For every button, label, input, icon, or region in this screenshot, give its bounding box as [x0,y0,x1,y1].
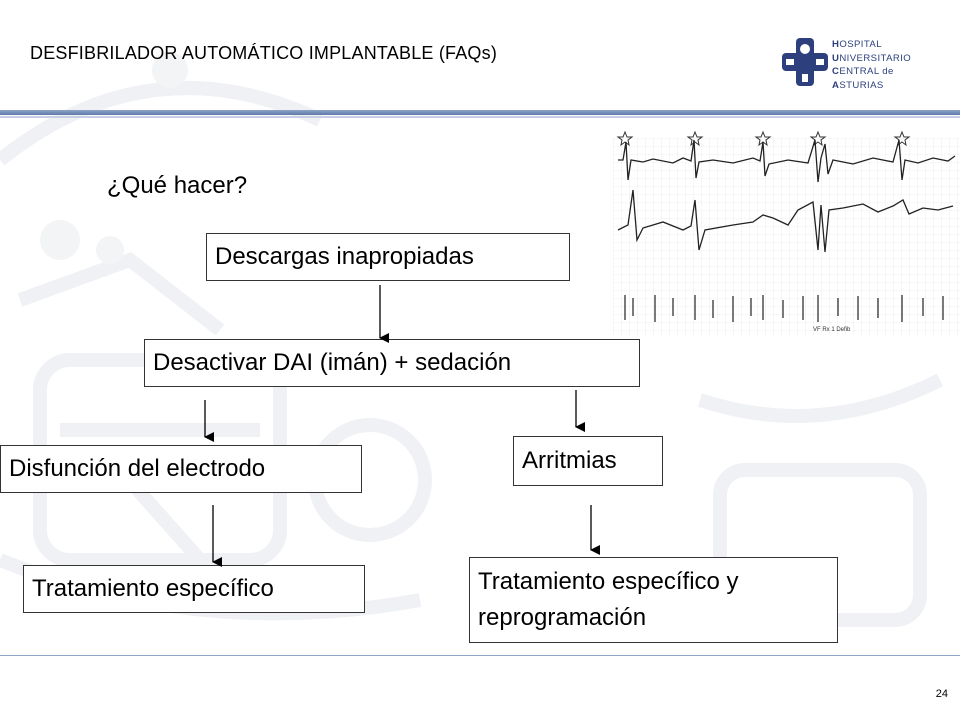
logo-line-2: UNIVERSITARIO [832,52,912,64]
star-icon [809,130,827,147]
node-disfuncion-electrodo: Disfunción del electrodo [0,445,362,493]
logo-line-1: HOSPITAL [832,39,882,50]
star-icon [893,130,911,147]
ecg-caption: VF Rx 1 Defib [813,327,851,333]
ecg-markers [616,130,911,147]
logo-line-3: CENTRAL de [832,66,894,77]
page-number: 24 [935,688,948,700]
question-heading: ¿Qué hacer? [107,172,248,199]
logo-line-4: ASTURIAS [832,79,884,91]
hospital-cross-logo-icon [782,38,828,86]
node-tratamiento-reprogramacion-line1: Tratamiento específico y [478,568,739,595]
node-tratamiento-especifico: Tratamiento específico [23,565,365,613]
ecg-strip-image: VF Rx 1 Defib [613,130,960,335]
node-tratamiento-reprogramacion: Tratamiento específico y reprogramación [469,557,838,643]
header-divider-bar [0,110,960,115]
hospital-logo: HOSPITAL UNIVERSITARIO CENTRAL de ASTURI… [782,36,942,94]
star-icon [686,130,704,147]
header-divider-bar-light [0,116,960,118]
ecg-trace-bottom [617,189,954,253]
slide-header-title: DESFIBRILADOR AUTOMÁTICO IMPLANTABLE (FA… [30,43,498,63]
node-arritmias: Arritmias [513,436,663,486]
star-icon [616,130,634,147]
footer-divider [0,655,960,656]
node-descargas-inapropiadas: Descargas inapropiadas [206,233,570,281]
node-desactivar-dai: Desactivar DAI (imán) + sedación [144,339,640,387]
ecg-tick-marks [624,295,944,322]
node-tratamiento-reprogramacion-line2: reprogramación [478,604,647,631]
hospital-logo-text: HOSPITAL UNIVERSITARIO CENTRAL de ASTURI… [832,38,911,92]
ecg-trace-top [618,139,956,183]
